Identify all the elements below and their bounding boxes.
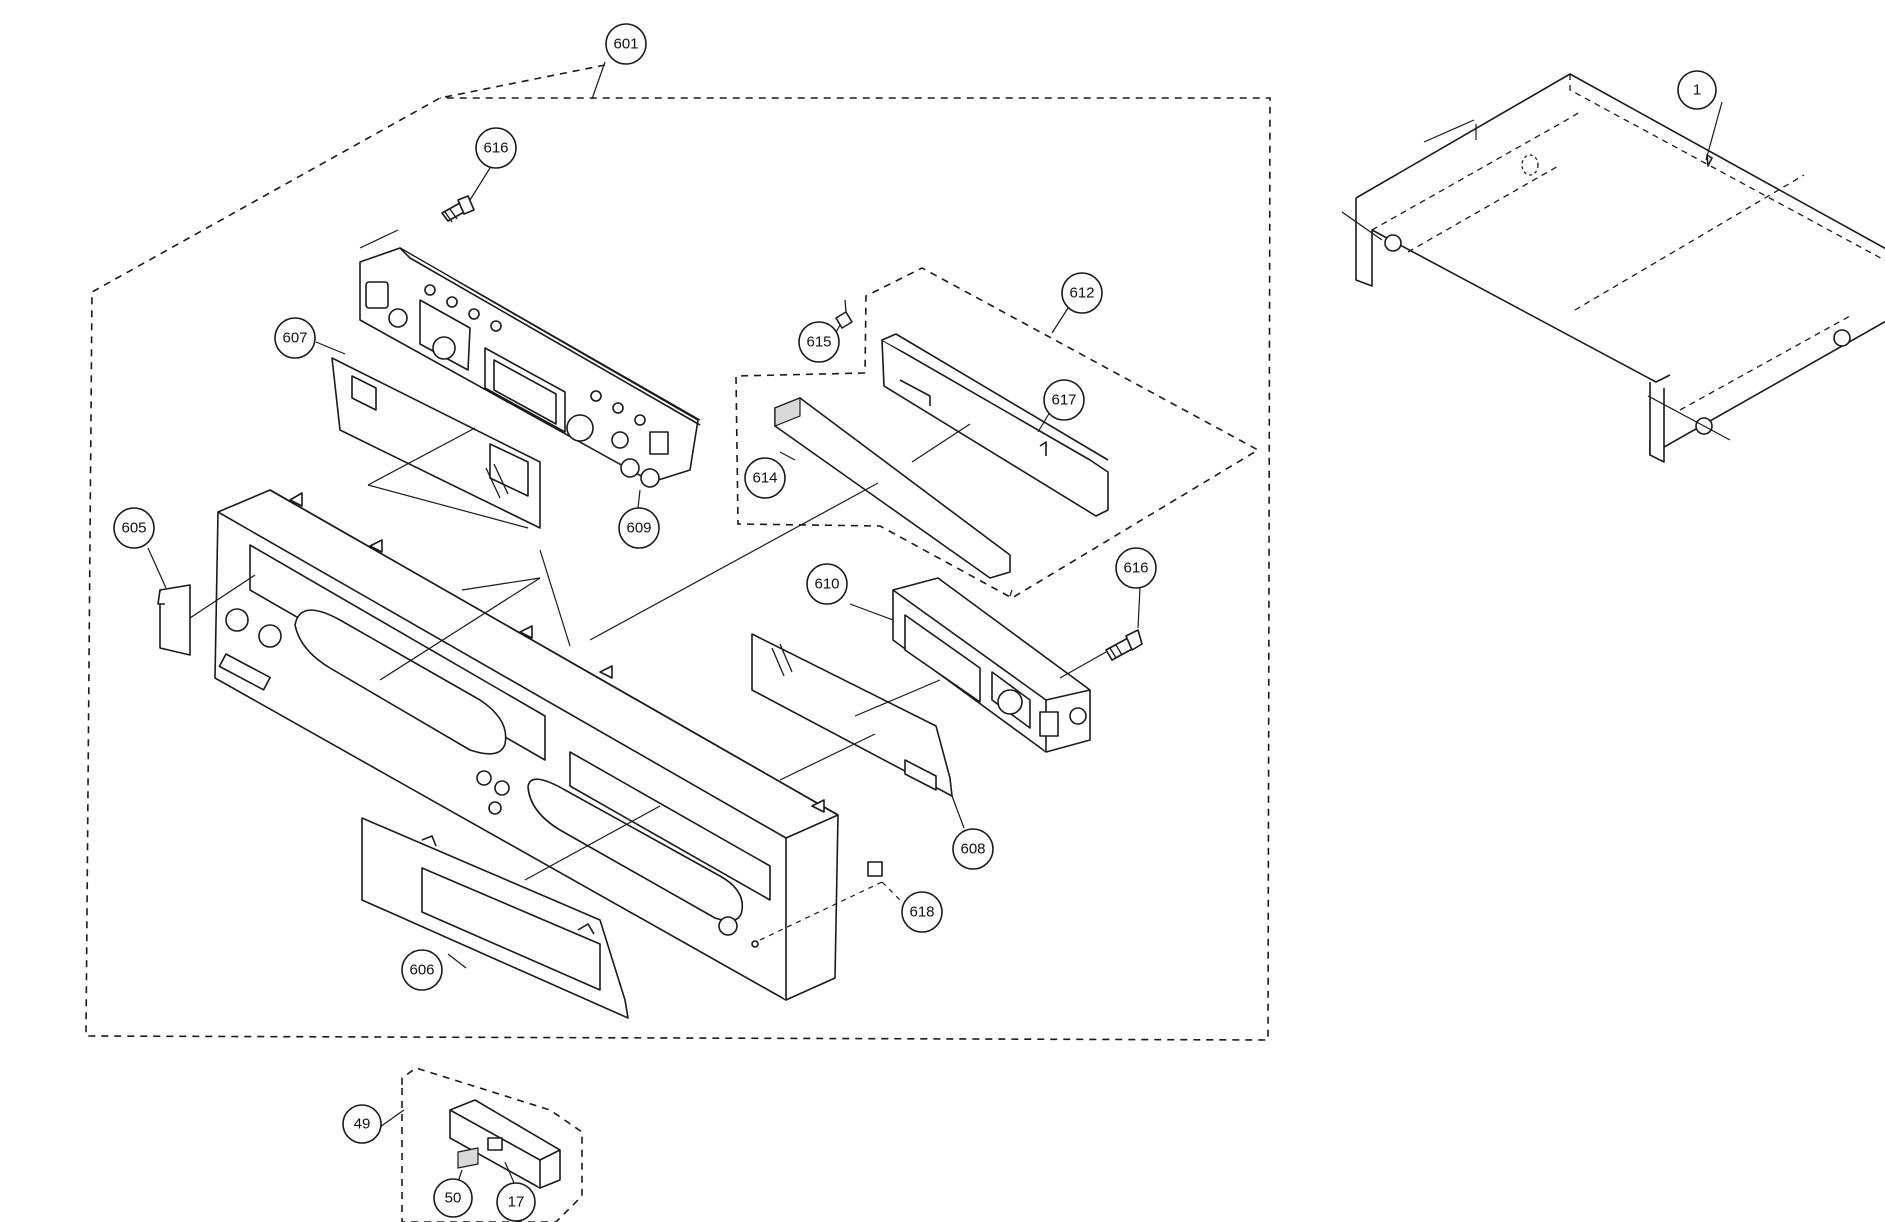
callout-49: 49 (342, 1104, 382, 1144)
callout-618: 618 (901, 891, 943, 933)
callout-610: 610 (806, 563, 848, 605)
svg-text:610: 610 (814, 576, 839, 593)
part-17-sensor-housing (449, 1099, 561, 1193)
callout-609: 609 (618, 507, 660, 549)
callout-606: 606 (401, 949, 443, 991)
assembly-612-boundary (735, 267, 1260, 599)
part-606-lower-window (361, 805, 661, 1019)
svg-text:617: 617 (1051, 392, 1076, 409)
part-616-screw-lower (1059, 587, 1143, 679)
callout-615: 615 (798, 321, 840, 363)
callout-608: 608 (952, 828, 994, 870)
svg-text:615: 615 (806, 334, 831, 351)
svg-text:616: 616 (1123, 560, 1148, 577)
callout-617: 617 (1043, 379, 1085, 421)
svg-text:616: 616 (483, 140, 508, 157)
svg-text:17: 17 (508, 1194, 525, 1211)
part-608-filter-right (751, 633, 965, 829)
part-616-screw-upper (441, 167, 491, 223)
part-614-display-bar (589, 397, 1011, 641)
svg-text:601: 601 (613, 36, 638, 53)
part-617-bracket (881, 333, 1109, 517)
svg-text:608: 608 (960, 841, 985, 858)
callout-50: 50 (433, 1178, 473, 1218)
callout-601: 601 (605, 23, 647, 65)
front-panel-cabinet (214, 489, 839, 1001)
part-1-top-cover (1341, 73, 1885, 463)
callout-605: 605 (113, 507, 155, 549)
callout-616-lower: 616 (1115, 547, 1157, 589)
svg-text:606: 606 (409, 962, 434, 979)
svg-text:618: 618 (909, 904, 934, 921)
part-618-small-pad (759, 861, 903, 941)
assembly-49-boundary (379, 1067, 583, 1222)
callout-616-upper: 616 (475, 127, 517, 169)
assembly-601-boundary (85, 61, 1271, 1041)
part-605-side-clip (147, 547, 256, 656)
callout-614: 614 (744, 457, 786, 499)
svg-text:605: 605 (121, 520, 146, 537)
svg-text:612: 612 (1069, 285, 1094, 302)
part-609-control-board (359, 229, 701, 509)
svg-text:614: 614 (752, 470, 777, 487)
svg-text:49: 49 (354, 1116, 371, 1133)
callout-612: 612 (1061, 272, 1103, 314)
part-50-sensor-lens (457, 1147, 479, 1183)
part-610-display-bracket (849, 577, 1091, 753)
callout-17: 17 (496, 1182, 536, 1222)
callout-1: 1 (1677, 70, 1717, 110)
part-607-filter-left (315, 341, 541, 529)
svg-text:1: 1 (1693, 82, 1701, 99)
svg-text:607: 607 (282, 330, 307, 347)
callout-607: 607 (274, 317, 316, 359)
svg-text:609: 609 (626, 520, 651, 537)
svg-text:50: 50 (445, 1190, 462, 1207)
